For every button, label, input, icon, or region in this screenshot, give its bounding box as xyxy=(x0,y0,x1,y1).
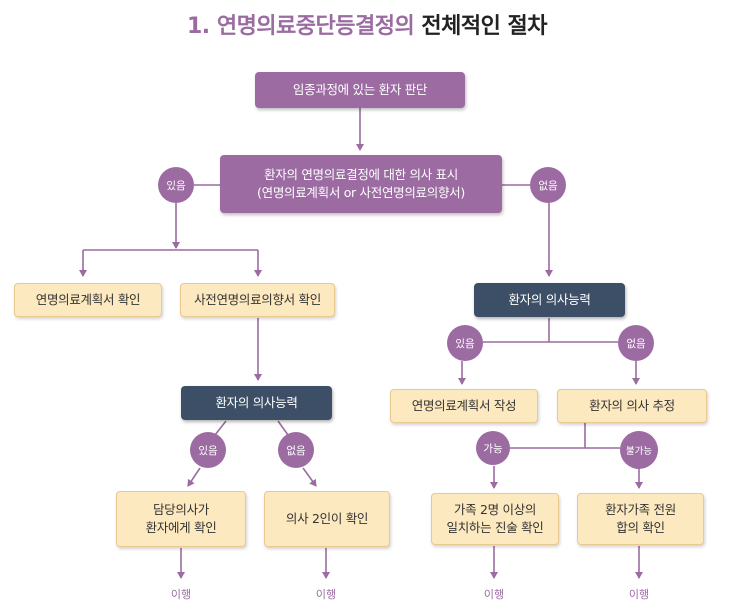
arrow-no-left-down xyxy=(302,467,317,487)
no-badge-top: 없음 xyxy=(530,167,566,203)
capacity-right-label: 환자의 의사능력 xyxy=(508,292,591,307)
family-consensus-box: 환자가족 전원 합의 확인 xyxy=(577,493,704,545)
yes-badge-top: 있음 xyxy=(158,167,194,203)
presume-intention-box: 환자의 의사 추정 xyxy=(557,389,707,423)
intention-box: 환자의 연명의료결정에 대한 의사 표시 (연명의료계획서 or 사전연명의료의… xyxy=(220,155,502,213)
no-badge-left-label: 없음 xyxy=(286,444,306,457)
no-badge-right: 없음 xyxy=(618,325,654,361)
family-statement-box: 가족 2명 이상의 일치하는 진술 확인 xyxy=(431,493,559,545)
end-of-life-judgment-label: 임종과정에 있는 환자 판단 xyxy=(292,82,428,97)
capacity-box-left: 환자의 의사능력 xyxy=(181,386,332,420)
family-consensus-line2: 합의 확인 xyxy=(616,520,665,535)
no-badge-top-label: 없음 xyxy=(538,179,558,192)
write-plan-label: 연명의료계획서 작성 xyxy=(411,398,517,413)
yes-badge-left-label: 있음 xyxy=(198,444,218,457)
impossible-badge-label: 불가능 xyxy=(625,446,653,457)
title-highlight: 1. 연명의료중단등결정의 xyxy=(187,14,422,39)
outcome-label-1: 이행 xyxy=(170,588,192,601)
intention-label-line1: 환자의 연명의료결정에 대한 의사 표시 xyxy=(264,167,458,182)
write-plan-box: 연명의료계획서 작성 xyxy=(390,389,538,423)
no-badge-left: 없음 xyxy=(278,432,314,468)
doctor-confirm-line1: 담당의사가 xyxy=(152,502,209,517)
title-main: 전체적인 절차 xyxy=(421,14,547,39)
line-capacity-to-no-left xyxy=(277,420,289,436)
impossible-badge: 불가능 xyxy=(620,431,658,469)
intention-label-line2: (연명의료계획서 or 사전연명의료의향서) xyxy=(257,185,465,200)
line-capacity-to-yes-left xyxy=(214,420,227,436)
no-badge-right-label: 없음 xyxy=(626,337,646,350)
outcome-label-4: 이행 xyxy=(628,588,650,601)
yes-badge-right: 있음 xyxy=(447,325,483,361)
arrow-yes-left-down xyxy=(187,467,201,487)
yes-badge-top-label: 있음 xyxy=(166,179,186,192)
yes-badge-left: 있음 xyxy=(190,432,226,468)
diagram-title: 1. 연명의료중단등결정의 전체적인 절차 xyxy=(0,8,734,40)
possible-badge: 가능 xyxy=(476,431,510,465)
presume-intention-label: 환자의 의사 추정 xyxy=(589,398,675,413)
check-plan-label: 연명의료계획서 확인 xyxy=(35,292,141,307)
end-of-life-judgment-box: 임종과정에 있는 환자 판단 xyxy=(255,72,465,108)
capacity-box-right: 환자의 의사능력 xyxy=(474,283,625,317)
check-advance-directive-label: 사전연명의료의향서 확인 xyxy=(194,292,321,307)
family-statement-line1: 가족 2명 이상의 xyxy=(453,502,537,517)
family-statement-line2: 일치하는 진술 확인 xyxy=(446,520,544,535)
yes-badge-right-label: 있음 xyxy=(455,337,475,350)
two-doctors-box: 의사 2인이 확인 xyxy=(264,491,390,547)
doctor-confirm-box: 담당의사가 환자에게 확인 xyxy=(116,491,246,547)
outcome-label-2: 이행 xyxy=(315,588,337,601)
two-doctors-label: 의사 2인이 확인 xyxy=(285,511,369,526)
doctor-confirm-line2: 환자에게 확인 xyxy=(145,520,217,535)
outcome-label-3: 이행 xyxy=(483,588,505,601)
possible-badge-label: 가능 xyxy=(483,442,503,455)
check-plan-box: 연명의료계획서 확인 xyxy=(14,283,162,317)
check-advance-directive-box: 사전연명의료의향서 확인 xyxy=(180,283,335,317)
capacity-left-label: 환자의 의사능력 xyxy=(215,395,298,410)
presume-down xyxy=(508,422,586,449)
family-consensus-line1: 환자가족 전원 xyxy=(605,502,676,517)
